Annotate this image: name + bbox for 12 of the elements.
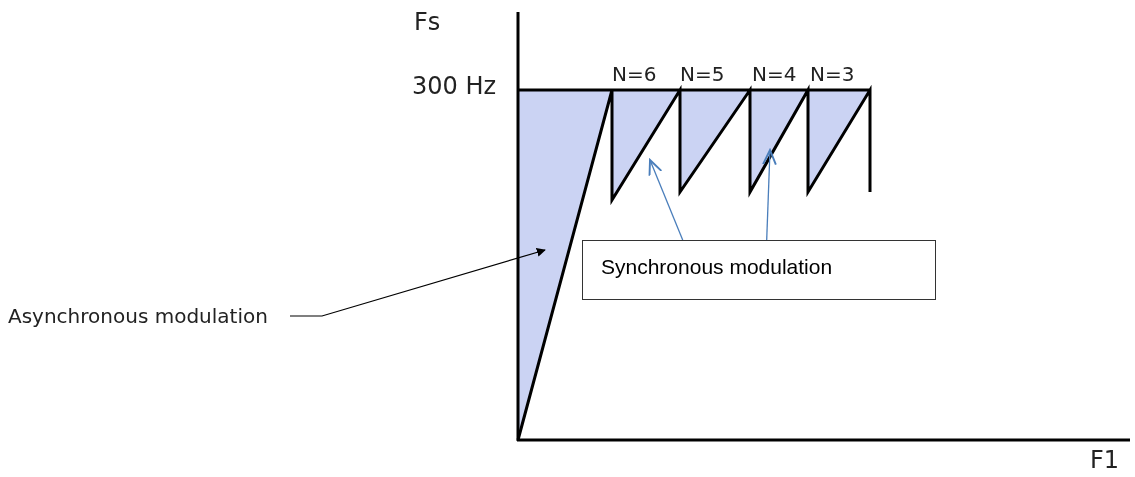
pulse-number-label: N=4: [752, 62, 797, 86]
callout-text: Asynchronous modulation: [8, 304, 268, 328]
pulse-number-label: N=6: [612, 62, 657, 86]
arrow: [648, 159, 684, 241]
leader-line: [289, 248, 546, 317]
arrow: [762, 149, 777, 241]
axis-label: F1: [1090, 446, 1120, 474]
axis-label: Fs: [414, 8, 441, 36]
text-box: Synchronous modulation: [582, 240, 936, 300]
pulse-number-label: N=5: [680, 62, 725, 86]
pulse-number-label: N=3: [810, 62, 855, 86]
tick-label: 300 Hz: [412, 72, 497, 100]
